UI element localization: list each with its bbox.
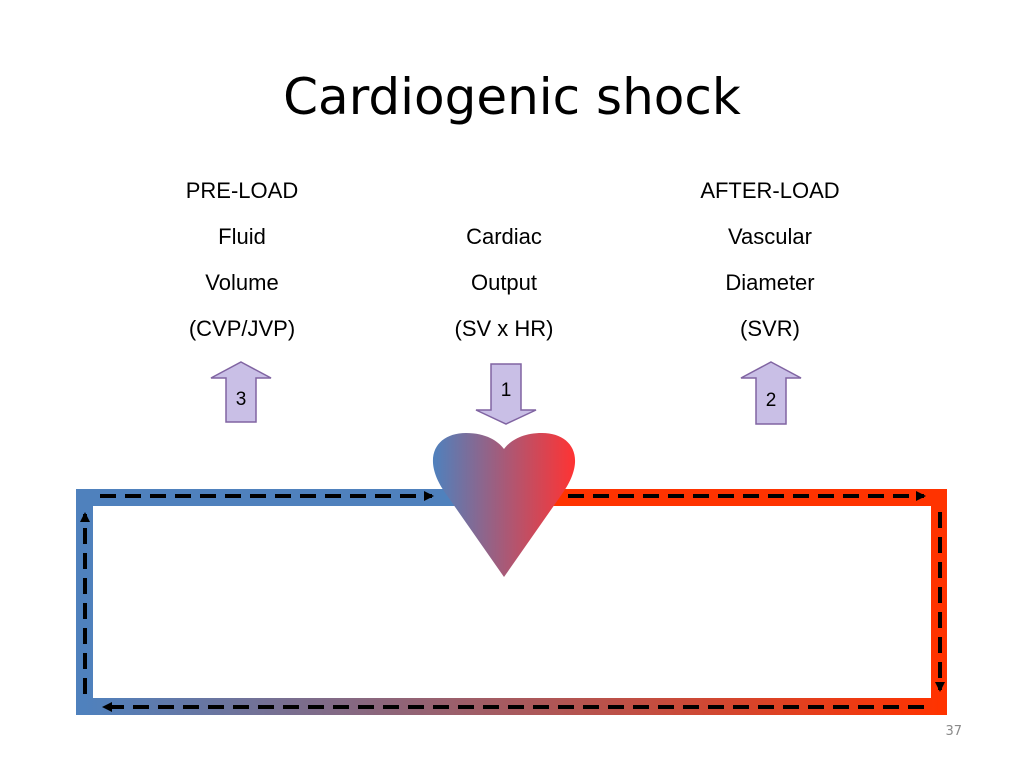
slide-title: Cardiogenic shock	[283, 68, 741, 126]
preload-up-arrow-shape	[210, 361, 272, 423]
loop-top-left-blue	[76, 489, 508, 506]
cardiac-line-output: Output	[470, 270, 538, 295]
preload-line-volume: Volume	[205, 270, 279, 295]
afterload-heading: AFTER-LOAD	[700, 178, 840, 203]
loop-left-blue	[76, 489, 93, 715]
cardiac-line-cardiac: Cardiac	[466, 224, 542, 249]
cardiac-line-svhr: (SV x HR)	[454, 316, 554, 341]
cardiac-down-arrow-shape	[475, 363, 537, 425]
preload-heading: PRE-LOAD	[185, 178, 299, 203]
heart-icon	[432, 433, 576, 577]
cardiac-arrow: 1	[475, 363, 537, 425]
afterload-line-vascular: Vascular	[728, 224, 812, 249]
preload-line-cvp: (CVP/JVP)	[188, 316, 296, 341]
afterload-arrow: 2	[740, 361, 802, 425]
afterload-arrow-label: 2	[766, 390, 777, 411]
slide-number: 37	[945, 724, 962, 739]
cardiac-arrow-label: 1	[501, 380, 512, 401]
preload-arrow: 3	[210, 361, 272, 423]
preload-line-fluid: Fluid	[218, 224, 266, 249]
afterload-line-diameter: Diameter	[725, 270, 815, 295]
flow-arrows	[80, 491, 945, 712]
preload-arrow-label: 3	[236, 389, 247, 410]
afterload-up-arrow-shape	[740, 361, 802, 425]
afterload-line-svr: (SVR)	[740, 316, 800, 341]
